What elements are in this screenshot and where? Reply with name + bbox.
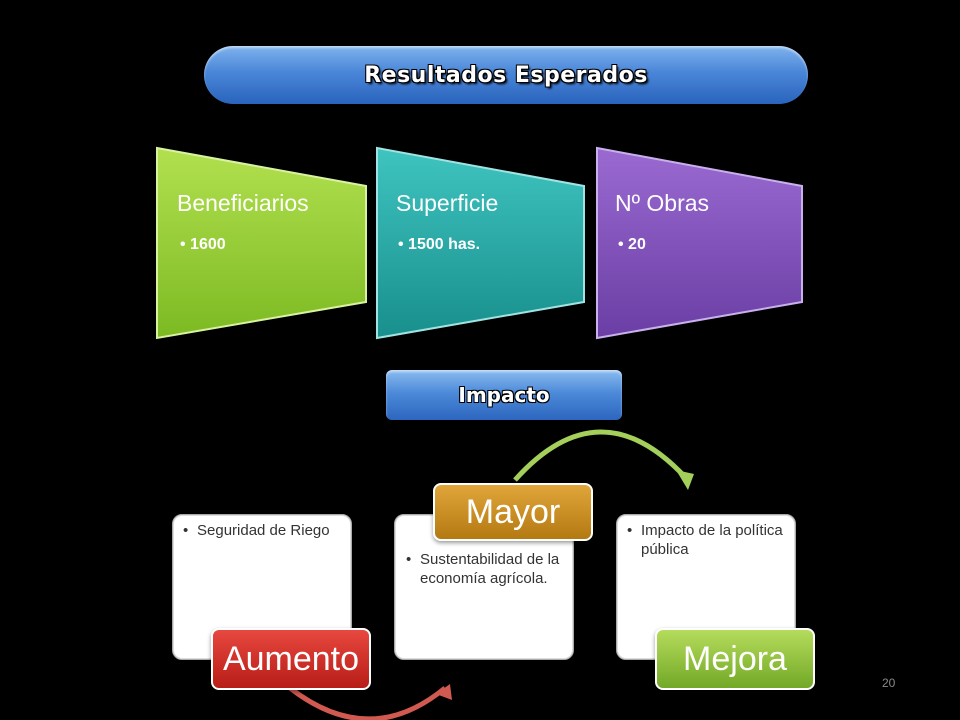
arrow-aumento-to-mayor bbox=[288, 686, 447, 720]
impact-text-mayor: Sustentabilidad de la economía agrícola. bbox=[406, 550, 566, 588]
impact-label-aumento: Aumento bbox=[211, 628, 371, 690]
arrow-head-red bbox=[436, 684, 452, 700]
impact-text-mejora: Impacto de la política pública bbox=[627, 521, 787, 559]
impact-text-aumento: Seguridad de Riego bbox=[183, 521, 337, 540]
result-title-obras: Nº Obras bbox=[615, 190, 710, 216]
result-title-beneficiarios: Beneficiarios bbox=[177, 190, 309, 216]
result-panel-obras bbox=[596, 146, 803, 340]
impact-label-mejora: Mejora bbox=[655, 628, 815, 690]
impact-label-mayor: Mayor bbox=[433, 483, 593, 541]
result-panel-superficie bbox=[376, 146, 585, 340]
result-value-obras: 20 bbox=[618, 236, 646, 254]
arrow-head-green bbox=[676, 470, 694, 490]
header-title: Resultados Esperados bbox=[364, 62, 648, 88]
result-value-superficie: 1500 has. bbox=[398, 236, 480, 254]
result-panel-beneficiarios bbox=[156, 146, 367, 340]
arrow-mayor-to-mejora bbox=[513, 429, 688, 482]
result-title-superficie: Superficie bbox=[396, 190, 499, 216]
impact-heading: Impacto bbox=[386, 370, 622, 420]
page-number: 20 bbox=[882, 676, 896, 690]
result-value-beneficiarios: 1600 bbox=[180, 236, 226, 254]
header-banner: Resultados Esperados bbox=[204, 46, 808, 104]
impact-title: Impacto bbox=[458, 383, 550, 407]
